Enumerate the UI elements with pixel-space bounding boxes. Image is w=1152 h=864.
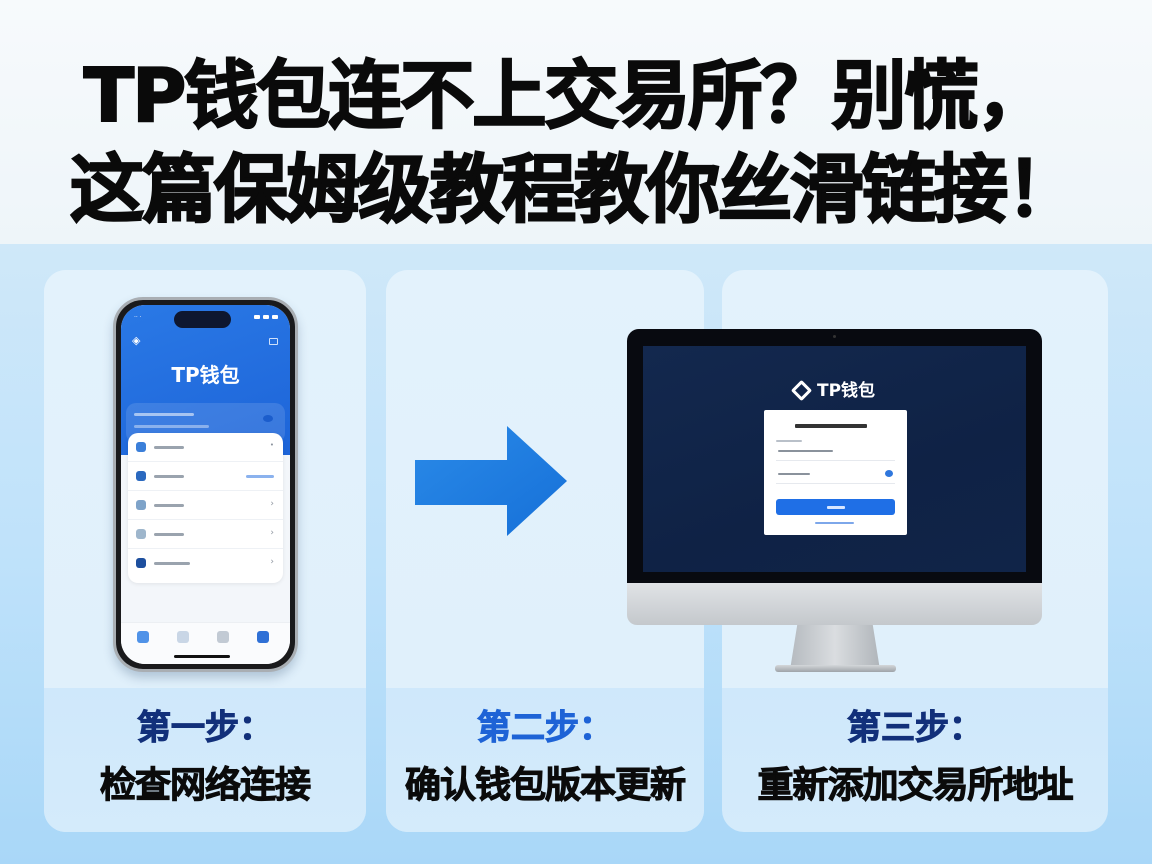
dynamic-island [174,311,231,328]
password-input[interactable] [776,465,895,484]
monitor-chin [627,583,1042,625]
menu-icon [136,529,146,539]
exchange-logo: TP钱包 [643,376,1026,402]
header-banner: TP钱包连不上交易所？别慌， 这篇保姆级教程教你丝滑链接！ [0,0,1152,244]
step-1-description: 检查网络连接 [99,765,311,807]
tab-profile-icon[interactable] [257,631,269,643]
menu-item[interactable] [128,462,283,491]
phone-tab-bar [121,622,290,664]
address-input[interactable] [776,440,895,461]
help-link[interactable] [815,522,854,524]
login-dialog [764,410,907,535]
login-title [795,424,867,428]
step-card-caption [722,688,1108,832]
connect-button[interactable] [776,499,895,515]
chevron-right-icon: › [270,557,274,567]
menu-item[interactable]: › [128,549,283,578]
menu-item[interactable]: › [128,520,283,549]
phone-app-title: TP钱包 [171,363,240,387]
monitor-stand [790,625,880,670]
menu-icon [136,558,146,568]
step-card-3: TP钱包 [627,270,1108,832]
step-1-label: 第一步： [137,708,274,749]
steps-area: ·· · ◈ TP钱包 • [0,244,1152,864]
tp-logo-icon: ◈ [132,334,141,347]
monitor-base [775,665,896,672]
status-icons [254,315,278,319]
tab-discover-icon[interactable] [217,631,229,643]
phone-mockup: ·· · ◈ TP钱包 • [113,297,298,672]
page-title-line-1: TP钱包连不上交易所？别慌， [83,53,1052,139]
menu-icon [136,500,146,510]
menu-item[interactable]: • [128,433,283,462]
page-title-line-2: 这篇保姆级教程教你丝滑链接！ [69,147,1081,233]
home-indicator [174,655,230,658]
menu-icon [136,442,146,452]
status-time: ·· · [134,314,142,321]
tab-market-icon[interactable] [177,631,189,643]
arrow-right-icon [415,426,567,536]
chevron-right-icon: › [270,499,274,509]
menu-icon [136,471,146,481]
webcam [833,335,836,338]
monitor-bezel: TP钱包 [627,329,1042,583]
step-3-description: 重新添加交易所地址 [757,765,1074,807]
step-card-caption [386,688,704,832]
step-card-1: ·· · ◈ TP钱包 • [44,270,366,832]
phone-screen: ·· · ◈ TP钱包 • [121,305,290,664]
menu-value [246,475,274,478]
step-card-caption [44,688,366,832]
tp-diamond-logo-icon [790,379,813,402]
tab-wallet-icon[interactable] [137,631,149,643]
desktop-monitor: TP钱包 [627,329,1042,672]
menu-item[interactable]: › [128,491,283,520]
settings-menu: • › › [128,433,283,583]
chevron-right-icon: › [270,528,274,538]
dot-icon: • [269,441,274,449]
step-2-label: 第二步： [477,708,614,749]
eye-icon[interactable] [885,470,893,477]
step-3-label: 第三步： [847,708,984,749]
scan-icon[interactable] [269,338,278,345]
monitor-display: TP钱包 [643,346,1026,572]
step-2-description: 确认钱包版本更新 [404,765,686,807]
